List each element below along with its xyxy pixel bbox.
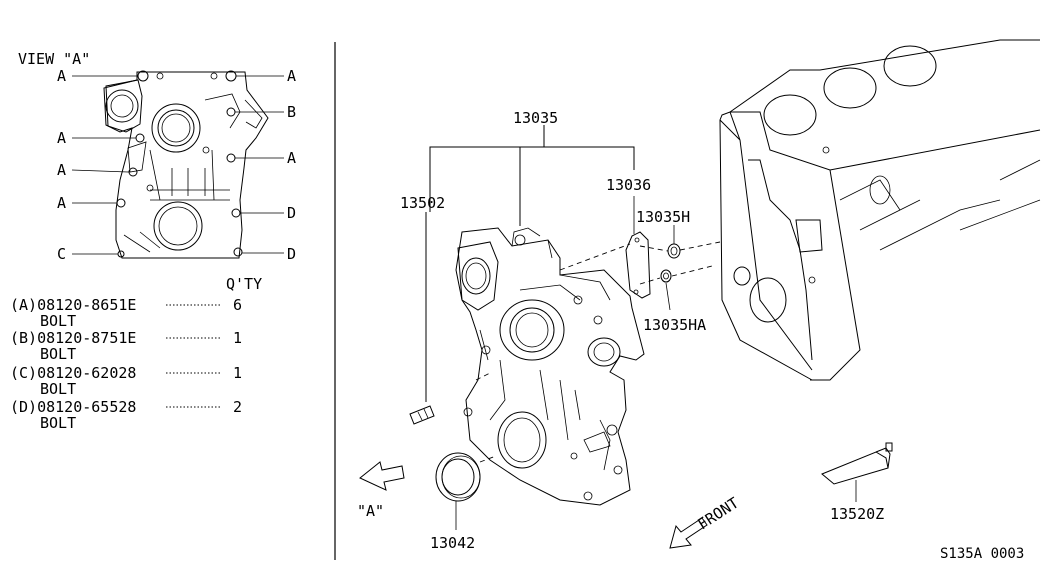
part-code: (D)08120-65528: [10, 398, 136, 416]
gasket-hole: [633, 289, 639, 295]
parts-table: (A)08120-8651E 6 BOLT (B)08120-8751E 1 B…: [10, 296, 242, 432]
front-label: FRONT: [694, 494, 742, 534]
diagram-code: S135A 0003: [940, 546, 1024, 562]
view-a-cover-drawing: [71, 70, 284, 259]
seal-13035ha: [660, 269, 672, 283]
part-desc: BOLT: [40, 380, 76, 398]
sealant-tube: [821, 442, 893, 502]
front-arrow: [669, 517, 708, 549]
callout-13035h: 13035H: [636, 208, 690, 226]
dowel-pin: [409, 212, 435, 425]
view-a-label-a1: A: [57, 67, 66, 85]
front-cover-drawing: [455, 227, 645, 506]
part-code: (B)08120-8751E: [10, 329, 136, 347]
leader-13035ha: [665, 282, 671, 311]
qty-header: Q'TY: [226, 275, 262, 293]
front-cover-gasket: [625, 231, 651, 299]
view-a-title: VIEW "A": [18, 50, 90, 68]
part-code: (C)08120-62028: [10, 364, 136, 382]
seal-13035h: [667, 243, 681, 259]
part-qty: 6: [233, 296, 242, 314]
part-desc: BOLT: [40, 312, 76, 330]
part-qty: 1: [233, 364, 242, 382]
view-a-label-a4: A: [57, 161, 66, 179]
view-a-label-a5: A: [287, 149, 296, 167]
crank-oil-seal: [435, 452, 481, 530]
callout-13520z: 13520Z: [830, 505, 884, 523]
view-a-label-a2: A: [287, 67, 296, 85]
callout-13502: 13502: [400, 194, 445, 212]
view-a-label-c: C: [57, 245, 66, 263]
alignment-lines: [475, 241, 721, 463]
view-a-label-b: B: [287, 103, 296, 121]
callout-bracket-13035: [429, 125, 635, 226]
callout-13035ha: 13035HA: [643, 316, 706, 334]
engine-block-drawing: [719, 39, 1041, 381]
part-code: (A)08120-8651E: [10, 296, 136, 314]
view-a-label-d1: D: [287, 204, 296, 222]
view-a-arrow: [359, 461, 405, 491]
callout-13036: 13036: [606, 176, 651, 194]
callout-13042: 13042: [430, 534, 475, 552]
view-a-reference: "A": [357, 502, 384, 520]
view-a-label-a6: A: [57, 194, 66, 212]
part-qty: 1: [233, 329, 242, 347]
part-desc: BOLT: [40, 345, 76, 363]
part-desc: BOLT: [40, 414, 76, 432]
part-qty: 2: [233, 398, 242, 416]
gasket-hole: [634, 237, 640, 243]
view-a-label-a3: A: [57, 129, 66, 147]
view-a-label-d2: D: [287, 245, 296, 263]
callout-13035: 13035: [513, 109, 558, 127]
